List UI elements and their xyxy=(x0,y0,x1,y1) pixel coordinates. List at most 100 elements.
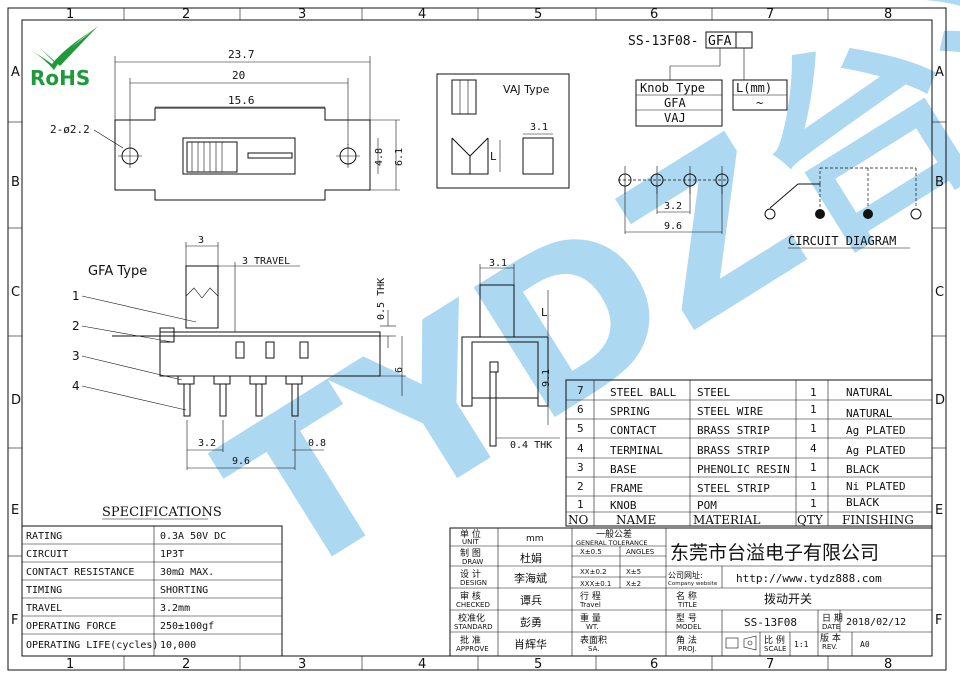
col-6-bottom: 6 xyxy=(650,657,658,672)
svg-text:PHENOLIC RESIN: PHENOLIC RESIN xyxy=(697,463,790,476)
designed-by: 李海斌 xyxy=(514,571,547,585)
row-markers: A B C D E F A B C D E F xyxy=(8,65,946,628)
specifications-title: SPECIFICATIONS xyxy=(102,505,222,520)
row-a-right: A xyxy=(935,65,944,80)
dim-4-8: 4.8 xyxy=(374,148,385,166)
title-block: 单 位 UNIT mm 一般公差 GENERAL TOLERANCE X±0.5… xyxy=(449,527,933,657)
svg-text:FINISHING: FINISHING xyxy=(842,513,914,527)
col-2-top: 2 xyxy=(182,7,190,22)
callout-4: 4 xyxy=(72,379,80,393)
gfa-dim-3: 3 xyxy=(198,235,204,246)
col-3-top: 3 xyxy=(298,7,306,22)
svg-text:1: 1 xyxy=(810,403,817,416)
svg-text:1: 1 xyxy=(810,480,817,493)
row-c-left: C xyxy=(11,285,20,300)
drawing-title: 拨动开关 xyxy=(764,592,812,606)
specifications-table: SPECIFICATIONS RATING 0.3A 50V DC CIRCUI… xyxy=(21,505,283,657)
gfa-dim-6: 6 xyxy=(394,367,405,373)
spec-circuit-label: CIRCUIT xyxy=(26,549,68,560)
gfa-travel: 3 TRAVEL xyxy=(242,256,290,267)
svg-text:角 法: 角 法 xyxy=(676,634,697,646)
col-7-bottom: 7 xyxy=(766,657,774,672)
svg-text:REV.: REV. xyxy=(822,643,837,651)
svg-text:CHECKED: CHECKED xyxy=(456,601,490,609)
svg-text:NO: NO xyxy=(568,513,589,527)
svg-text:XX±0.2: XX±0.2 xyxy=(580,568,607,576)
company-name: 东莞市台溢电子有限公司 xyxy=(670,542,879,564)
column-markers: 1 2 3 4 5 6 7 8 1 2 3 4 5 6 7 8 xyxy=(66,7,892,672)
svg-text:公司网址:: 公司网址: xyxy=(668,570,703,580)
end-view: 3.1 L 9.1 0.4 THK xyxy=(461,258,560,451)
vaj-title: VAJ Type xyxy=(503,83,550,96)
svg-text:Travel: Travel xyxy=(579,601,601,609)
dim-20: 20 xyxy=(232,69,245,82)
col-4-top: 4 xyxy=(418,7,426,22)
circuit-title: CIRCUIT DIAGRAM xyxy=(788,234,896,248)
company-website[interactable]: http://www.tydz888.com xyxy=(736,572,882,585)
svg-text:BLACK: BLACK xyxy=(846,463,879,476)
svg-text:PROJ.: PROJ. xyxy=(678,645,697,653)
col-6-top: 6 xyxy=(650,7,658,22)
callout-1: 1 xyxy=(72,289,80,303)
svg-text:DESIGN: DESIGN xyxy=(460,579,487,587)
svg-text:XXX±0.1: XXX±0.1 xyxy=(580,580,611,588)
svg-text:日 期: 日 期 xyxy=(822,613,843,624)
dim-23-7: 23.7 xyxy=(228,48,255,61)
svg-text:KNOB: KNOB xyxy=(610,499,637,512)
outer-border xyxy=(7,7,947,671)
spec-force-label: OPERATING FORCE xyxy=(26,621,116,632)
row-a-left: A xyxy=(11,65,20,80)
checkmark-icon xyxy=(40,26,98,66)
svg-text:X±0.5: X±0.5 xyxy=(580,548,602,556)
svg-text:6: 6 xyxy=(577,403,584,416)
col-5-top: 5 xyxy=(534,7,542,22)
model-number: SS-13F08 xyxy=(744,616,797,629)
row-f-left: F xyxy=(11,613,18,628)
svg-text:SA.: SA. xyxy=(588,645,599,653)
svg-text:NATURAL: NATURAL xyxy=(846,386,893,399)
svg-text:批 准: 批 准 xyxy=(460,634,481,646)
check-swoosh-icon xyxy=(30,24,102,70)
row-b-left: B xyxy=(11,175,20,190)
svg-text:名 称: 名 称 xyxy=(676,590,697,602)
svg-text:QTY: QTY xyxy=(797,513,824,527)
svg-text:X±2: X±2 xyxy=(626,580,641,588)
gfa-view: GFA Type 3 3 TRAVEL 0.5 THK 6 3.2 xyxy=(72,235,406,470)
svg-text:GENERAL TOLERANCE: GENERAL TOLERANCE xyxy=(576,539,648,547)
pcb-dim-3-2: 3.2 xyxy=(664,201,682,212)
svg-text:重 量: 重 量 xyxy=(580,612,601,624)
knob-type-header: Knob Type xyxy=(640,81,705,95)
rohs-text: RoHS xyxy=(30,66,90,90)
svg-text:SCALE: SCALE xyxy=(764,645,786,653)
svg-text:3: 3 xyxy=(577,461,584,474)
svg-text:STANDARD: STANDARD xyxy=(454,623,493,631)
svg-text:BRASS STRIP: BRASS STRIP xyxy=(697,424,770,437)
svg-text:Ag PLATED: Ag PLATED xyxy=(846,424,906,437)
part-number-code: GFA xyxy=(708,34,732,49)
svg-text:SPRING: SPRING xyxy=(610,405,650,418)
bom-row-5: 5 CONTACT BRASS STRIP 1 Ag PLATED xyxy=(577,422,906,437)
svg-text:1: 1 xyxy=(810,386,817,399)
watermark: TYDZ台溢 xyxy=(185,0,960,626)
side-dim-3-1: 3.1 xyxy=(489,258,507,269)
circuit-diagram: CIRCUIT DIAGRAM xyxy=(764,167,922,249)
spec-life-value: 10,000 xyxy=(160,640,196,651)
side-thk: 0.4 THK xyxy=(510,440,552,451)
row-f-right: F xyxy=(935,613,942,628)
bom-row-2: 2 FRAME STEEL STRIP 1 Ni PLATED xyxy=(577,480,906,495)
gfa-dim-3-2: 3.2 xyxy=(198,438,216,449)
part-number-group: SS-13F08- GFA Knob Type GFA VAJ L(mm) ~ xyxy=(628,31,788,127)
bom-row-1: 1 KNOB POM 1 BLACK xyxy=(577,496,879,512)
top-view: 23.7 20 15.6 4.8 6.1 2-ø2.2 xyxy=(50,48,405,201)
row-d-left: D xyxy=(11,393,21,408)
spec-force-value: 250±100gf xyxy=(160,621,214,632)
length-header: L(mm) xyxy=(736,81,772,95)
col-8-top: 8 xyxy=(884,7,892,22)
spec-life-label: OPERATING LIFE(cycles) xyxy=(26,640,158,651)
svg-text:Ag PLATED: Ag PLATED xyxy=(846,444,906,457)
svg-text:BLACK: BLACK xyxy=(846,496,879,509)
svg-text:TERMINAL: TERMINAL xyxy=(610,444,663,457)
knob-option-vaj: VAJ xyxy=(664,111,686,125)
vaj-dim-3-1: 3.1 xyxy=(530,122,548,133)
svg-text:一般公差: 一般公差 xyxy=(596,528,632,540)
